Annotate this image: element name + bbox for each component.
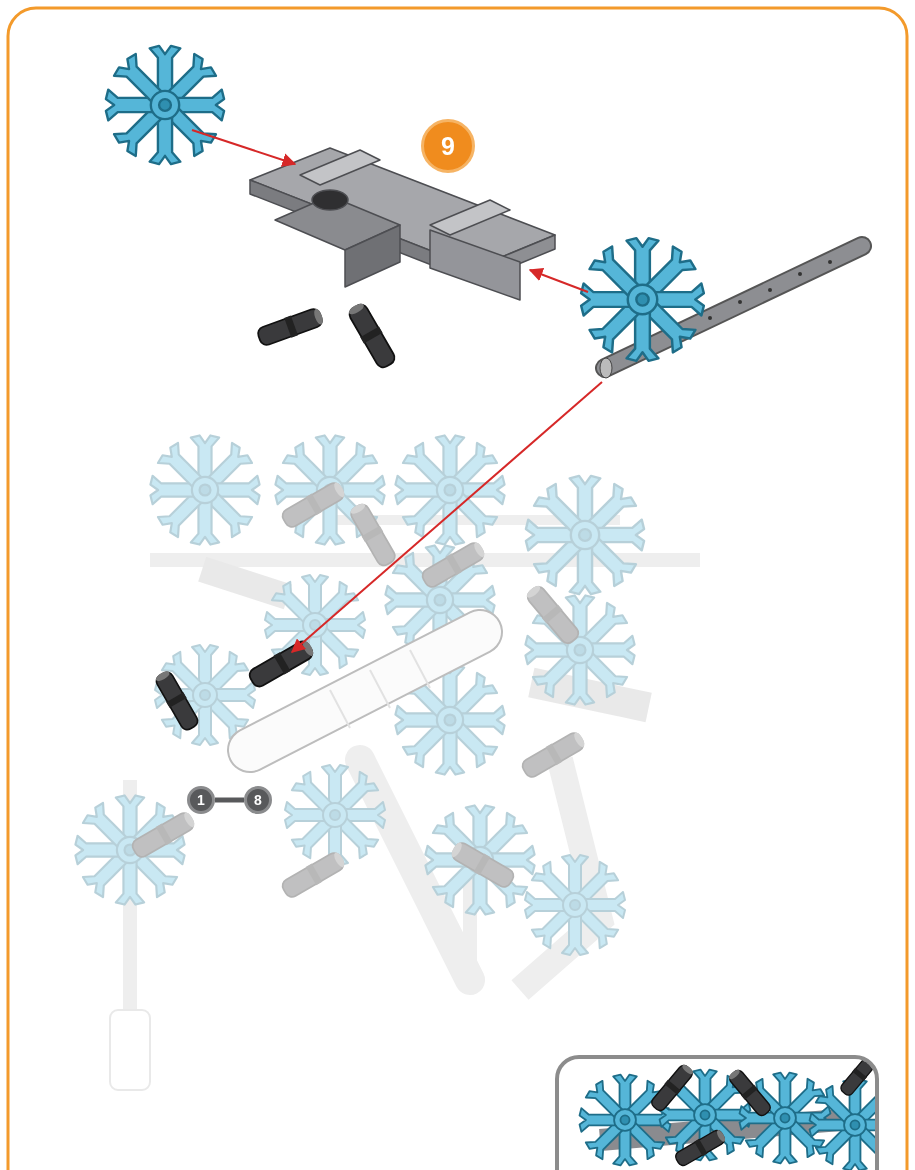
callout-number-text: 8 (254, 793, 262, 807)
callout-number: 8 (244, 786, 272, 814)
step-number-text: 9 (441, 134, 455, 159)
callout-number-text: 1 (197, 793, 205, 807)
step-number: 9 (421, 119, 475, 173)
callout-dash (215, 798, 244, 803)
callout-number: 1 (187, 786, 215, 814)
